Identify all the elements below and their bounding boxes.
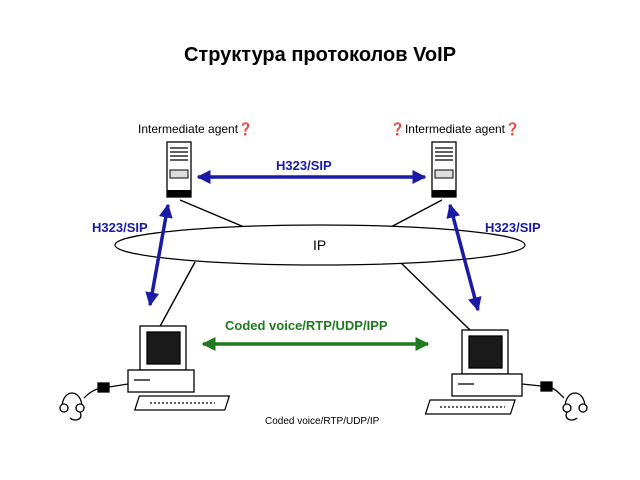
label-right-link: H323/SIP [485,220,541,235]
label-top-link: H323/SIP [276,158,332,173]
server-icon-left [166,141,192,198]
line-cloud-to-right-pc [399,261,471,331]
ip-cloud-label: IP [313,237,326,253]
agent-label-right: ❓Intermediate agent❓ [390,122,520,136]
headset-icon-left [59,382,129,421]
headset-icon-right [521,381,588,421]
ip-cloud [114,224,526,266]
label-left-link: H323/SIP [92,220,148,235]
bottom-caption: Coded voice/RTP/UDP/IP [265,416,380,427]
server-icon-right [431,141,457,198]
arrow-right-agent-to-pc [446,203,482,312]
agent-label-left: Intermediate agent❓ [138,122,253,136]
line-cloud-to-left-pc [157,261,196,331]
computer-icon-right [424,329,523,415]
computer-icon-left [127,325,231,411]
signaling-arrows [145,170,482,312]
arrow-left-agent-to-pc [145,203,173,307]
label-media-link: Coded voice/RTP/UDP/IPP [225,318,388,333]
diagram-title: Структура протоколов VoIP [183,44,457,66]
